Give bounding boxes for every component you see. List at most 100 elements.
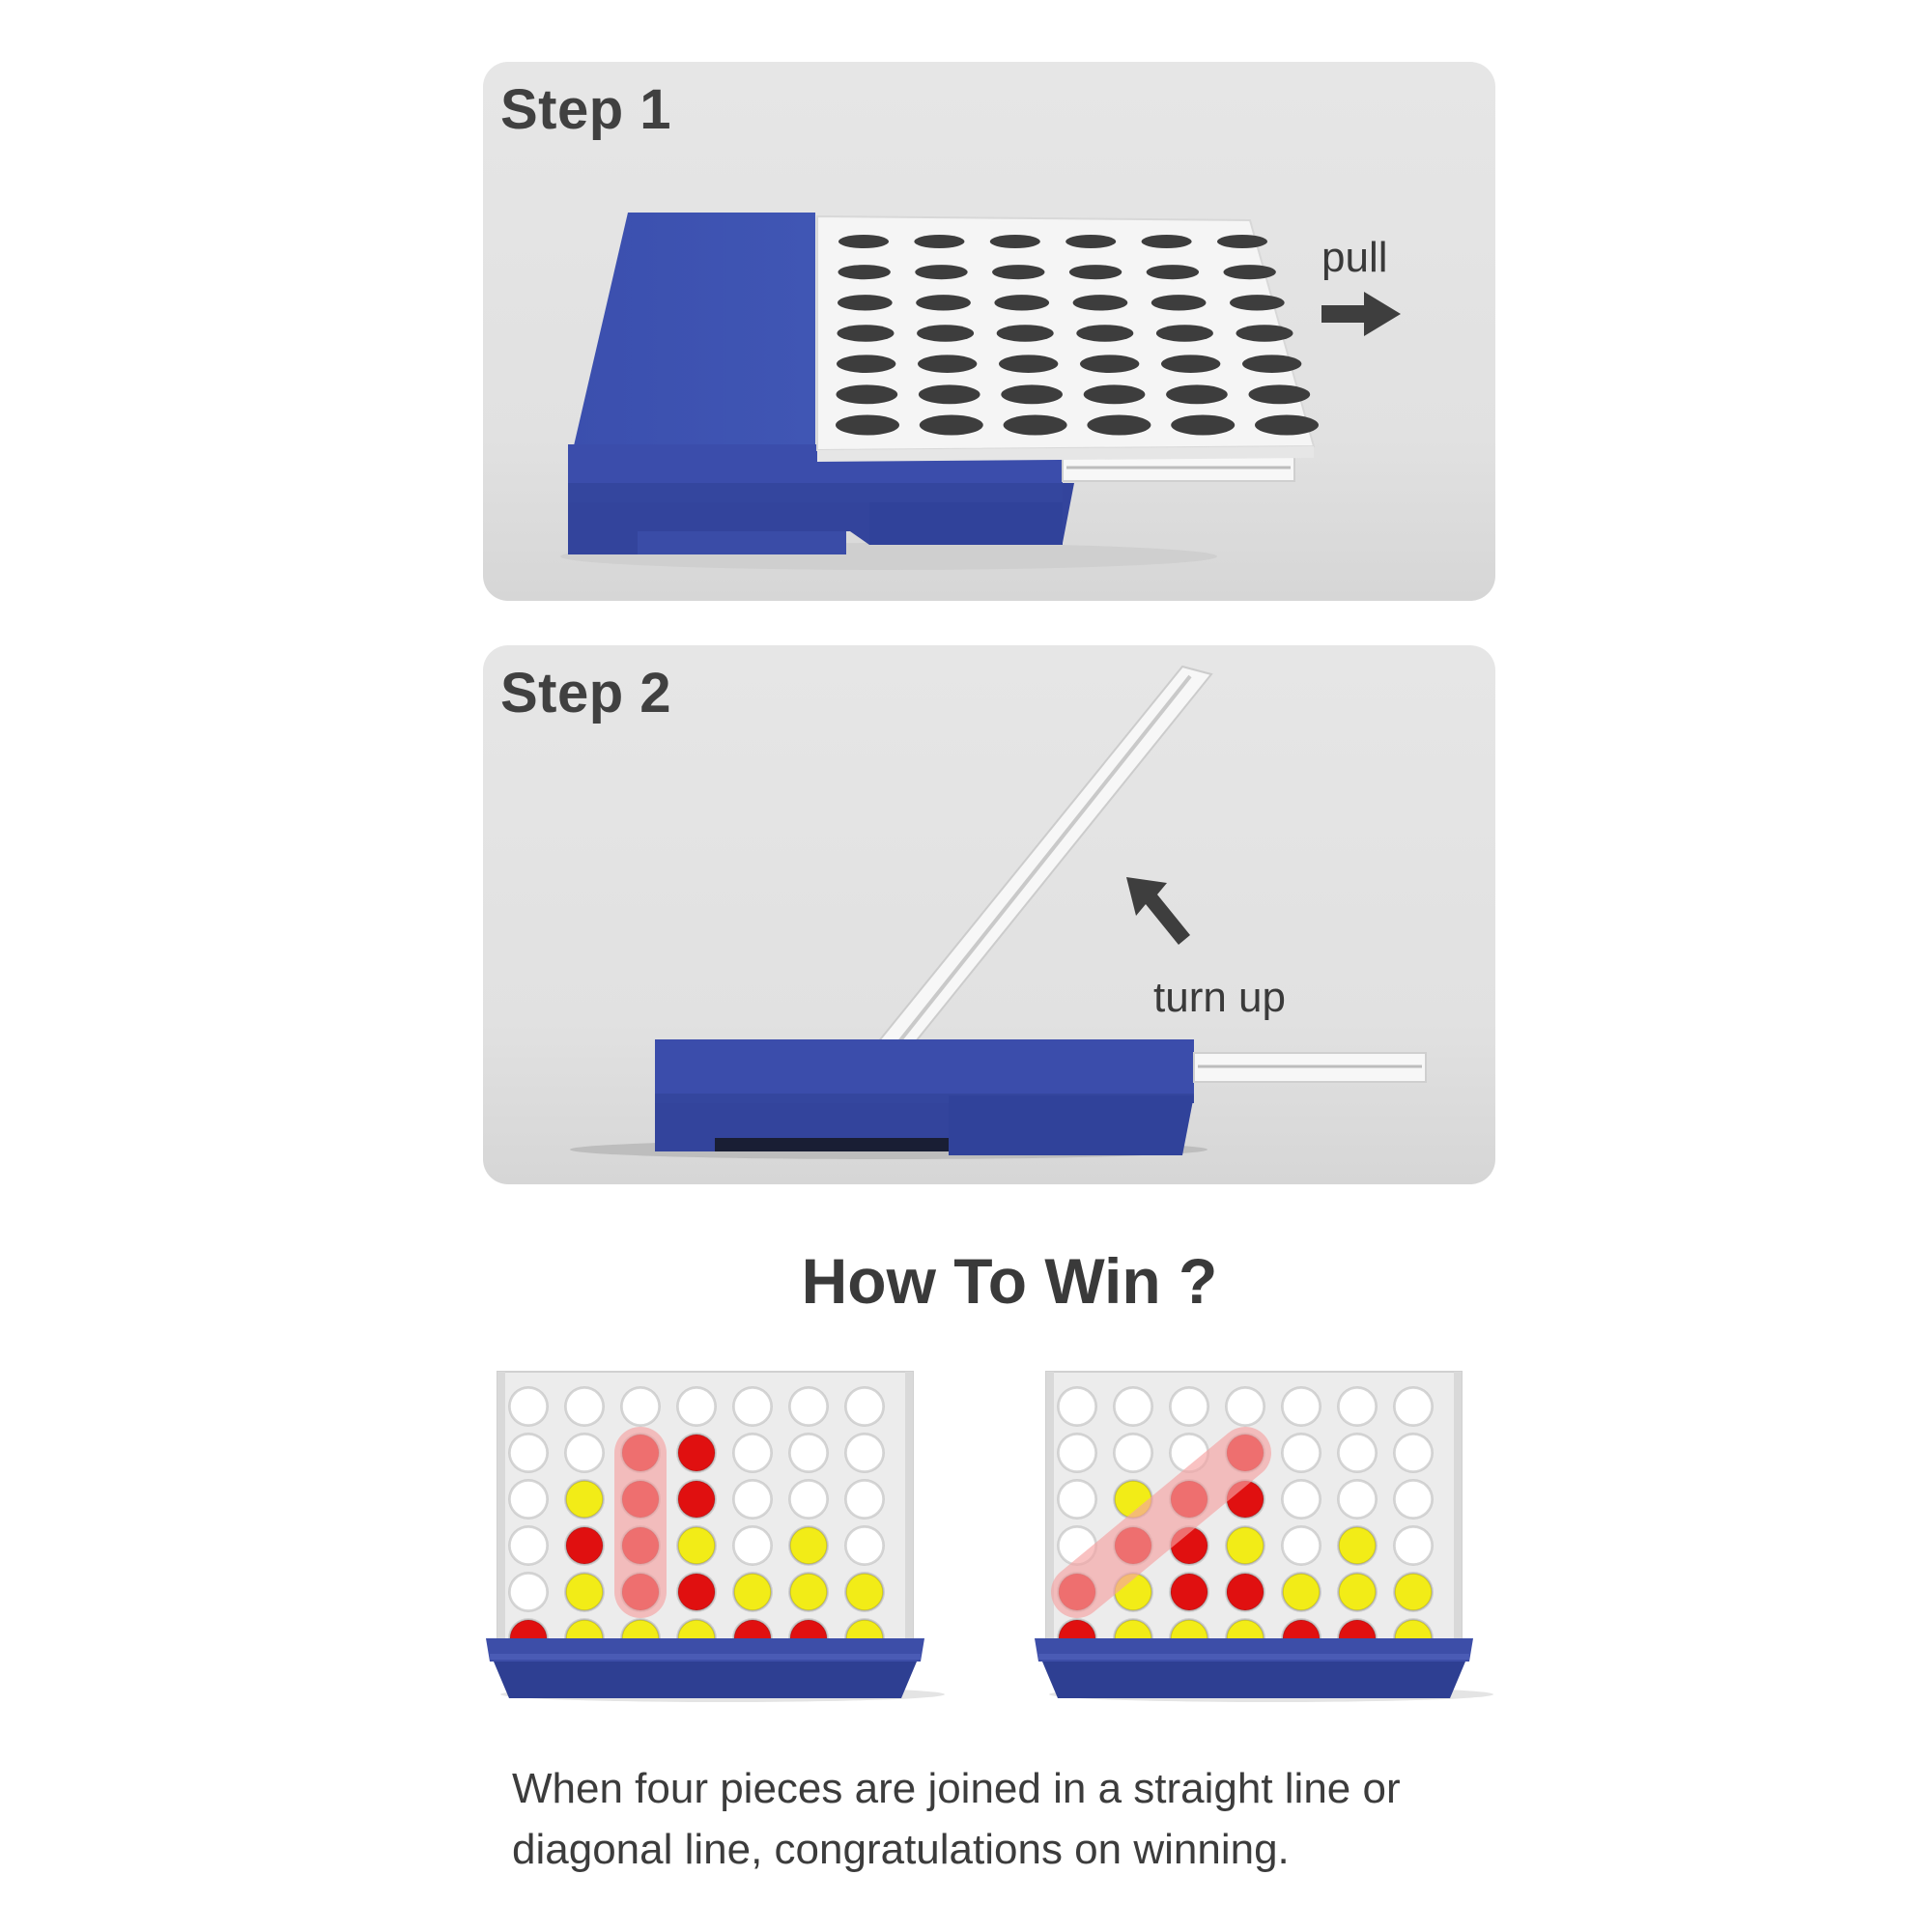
yellow-piece [789,1573,828,1611]
board-hole [1223,265,1276,280]
arrow-up-left-icon [1126,877,1190,945]
empty-slot [1058,1434,1096,1472]
board-hole [999,355,1059,373]
empty-slot [733,1434,772,1472]
empty-slot [509,1434,548,1472]
board-hole [1255,414,1319,436]
empty-slot [733,1387,772,1426]
caption-line-2: diagonal line, congratulations on winnin… [512,1826,1290,1873]
base-foot [949,1095,1194,1155]
board-hole [1217,235,1267,248]
board-hole [1065,235,1117,248]
empty-slot [845,1526,884,1565]
base-foot [869,502,1063,545]
empty-slot [845,1434,884,1472]
board-hole [1080,355,1140,373]
vertical-win-board [486,1371,945,1702]
empty-slot [1338,1434,1377,1472]
board-hole [1166,384,1228,405]
board-hole [1242,355,1302,373]
empty-slot [509,1573,548,1611]
empty-slot [1114,1387,1152,1426]
board-hole [838,235,889,248]
empty-slot [509,1387,548,1426]
diagonal-win-board [1035,1371,1493,1702]
how-to-win-section: How To Win ? [438,1198,1581,1739]
red-piece [1226,1573,1264,1611]
step-title: Step 1 [500,78,672,141]
empty-slot [1058,1387,1096,1426]
yellow-piece [1226,1526,1264,1565]
yellow-piece [1394,1573,1433,1611]
board-hole [1236,325,1293,342]
board-hole [1001,384,1063,405]
board-hole [918,384,980,405]
yellow-piece [845,1573,884,1611]
board-hole [1151,295,1207,311]
step-2-panel: Step 2 turn up [483,645,1495,1184]
empty-slot [789,1434,828,1472]
step-title: Step 2 [500,662,672,724]
empty-slot [733,1480,772,1519]
board-hole [1068,265,1122,280]
board-hole [1003,414,1067,436]
board-hole [1076,325,1134,342]
red-piece [565,1526,604,1565]
empty-slot [1226,1387,1264,1426]
board-hole [837,325,895,342]
empty-slot [1394,1526,1433,1565]
yellow-piece [733,1573,772,1611]
board-hole [915,265,968,280]
empty-slot [733,1526,772,1565]
empty-slot [1394,1434,1433,1472]
board-hole [837,355,896,373]
board-hole [917,325,975,342]
yellow-piece [1338,1573,1377,1611]
arrow-right-icon [1321,292,1401,336]
board-hole [914,235,965,248]
caption-line-1: When four pieces are joined in a straigh… [512,1765,1401,1812]
yellow-piece [677,1526,716,1565]
board-hole [1161,355,1221,373]
board-hole [1146,265,1200,280]
empty-slot [1338,1480,1377,1519]
base-top [655,1039,1194,1094]
step-1-illustration [560,213,1319,570]
win-caption: When four pieces are joined in a straigh… [512,1758,1478,1880]
turn-up-label: turn up [1153,974,1286,1021]
base-top-face [572,213,815,454]
board-hole [1083,384,1146,405]
how-to-win-title: How To Win ? [801,1245,1218,1317]
board-hole [836,384,898,405]
yellow-piece [789,1526,828,1565]
board-hole [838,265,891,280]
empty-slot [845,1480,884,1519]
board-hole [996,325,1054,342]
empty-slot [565,1387,604,1426]
yellow-piece [1282,1573,1321,1611]
board-hole [1230,295,1285,311]
board-hole [1171,414,1236,436]
board-hole [994,295,1050,311]
empty-slot [789,1387,828,1426]
red-piece [1170,1573,1208,1611]
board-hole [919,414,983,436]
empty-slot [1282,1526,1321,1565]
tray-base [1042,1662,1465,1698]
board-hole [992,265,1045,280]
empty-slot [1282,1434,1321,1472]
step-1-panel: Step 1 pull [483,62,1495,601]
yellow-piece [565,1573,604,1611]
board-hole [836,414,899,436]
empty-slot [1282,1480,1321,1519]
board-hole [1087,414,1151,436]
board-hole [989,235,1040,248]
step-2-illustration [570,665,1427,1159]
board-hole [918,355,978,373]
pull-label: pull [1321,234,1388,281]
board-holes [836,235,1319,436]
board-hole [1248,384,1311,405]
empty-slot [565,1434,604,1472]
tray-base [494,1662,917,1698]
red-piece [677,1573,716,1611]
